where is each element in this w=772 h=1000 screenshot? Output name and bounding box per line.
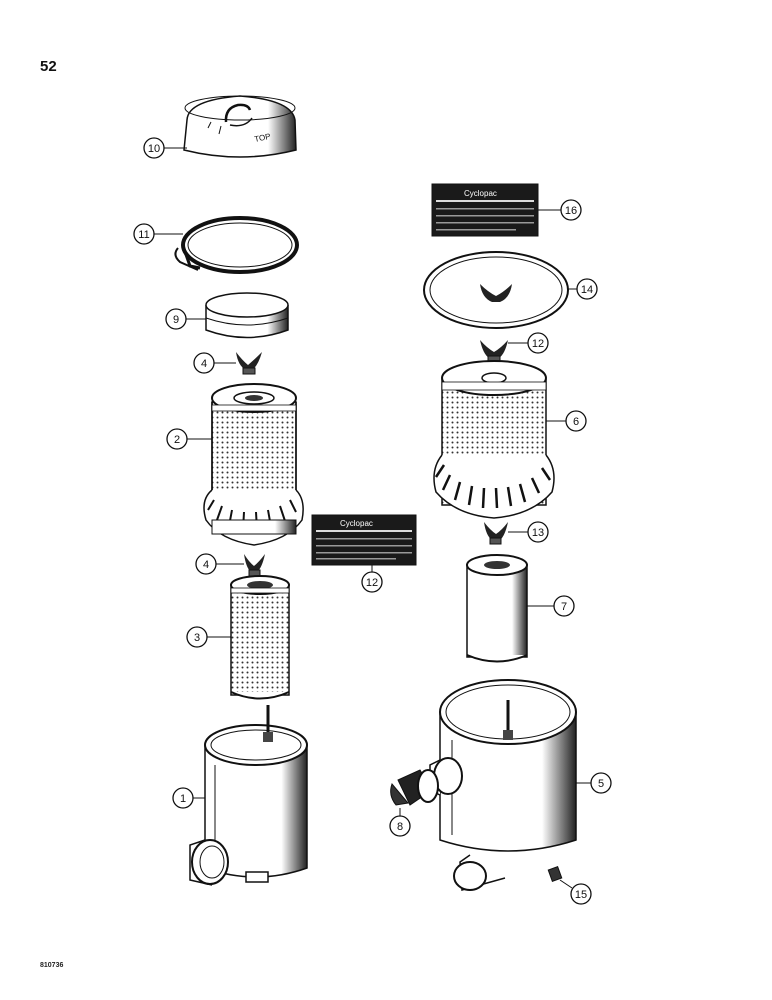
svg-text:13: 13: [532, 527, 544, 539]
air-cleaner-cap: TOP: [183, 95, 297, 158]
callout-12-lower: 13: [527, 521, 549, 543]
svg-text:10: 10: [148, 143, 160, 155]
cover-plate: [423, 251, 569, 329]
svg-text:TOP: TOP: [254, 132, 272, 144]
callout-3: 3: [186, 626, 208, 648]
svg-text:1: 1: [180, 793, 186, 805]
svg-text:4: 4: [203, 559, 209, 571]
callout-4-lower: 4: [195, 553, 217, 575]
svg-text:5: 5: [598, 778, 604, 790]
callout-5: 9: [165, 308, 187, 330]
secondary-filter-element-right: [466, 554, 528, 663]
svg-text:7: 7: [561, 601, 567, 613]
callouts: [154, 147, 591, 889]
primary-filter-element-right: [433, 360, 555, 519]
secondary-filter-element: [230, 575, 290, 700]
callout-14: 14: [576, 278, 598, 300]
figure-id: 810736: [40, 962, 64, 969]
wing-nut-right-lower: [484, 522, 508, 545]
svg-text:12: 12: [366, 577, 378, 589]
vacuator-valve: [390, 769, 439, 806]
callout-15: 15: [570, 883, 592, 905]
cyclopac-decal-8: Cyclopac: [311, 514, 417, 566]
wing-nut-right-upper: [480, 340, 508, 362]
svg-text:4: 4: [201, 358, 207, 370]
callout-4-upper: 4: [193, 352, 215, 374]
callout-7: 11: [133, 223, 155, 245]
air-cleaner-body-left: [189, 705, 308, 886]
drain-plug: [547, 866, 563, 882]
secondary-cap: [205, 292, 289, 339]
callout-11: 7: [553, 595, 575, 617]
cyclopac-decal-16: Cyclopac: [431, 183, 539, 237]
decal-16-title: Cyclopac: [464, 189, 497, 198]
svg-text:2: 2: [174, 434, 180, 446]
svg-text:14: 14: [581, 284, 593, 296]
svg-text:9: 9: [173, 314, 179, 326]
primary-filter-element: [203, 383, 304, 546]
air-cleaner-body-right: [429, 679, 577, 891]
decal-8-title: Cyclopac: [340, 519, 373, 528]
svg-text:6: 6: [573, 416, 579, 428]
clamp-band: [174, 216, 299, 274]
svg-text:16: 16: [565, 205, 577, 217]
svg-text:15: 15: [575, 889, 587, 901]
wing-nut-lower: [244, 554, 265, 577]
wing-nut-upper: [236, 352, 262, 375]
svg-text:11: 11: [138, 229, 149, 241]
svg-text:8: 8: [397, 821, 403, 833]
callout-9: 5: [590, 772, 612, 794]
callout-10: 6: [565, 410, 587, 432]
callout-1: 1: [172, 787, 194, 809]
callout-16: 16: [560, 199, 582, 221]
callout-markers: 10 11 9 4 2 4 3 1 12 16 14 12 6 13 7 5 8…: [133, 137, 612, 905]
callout-13: 8: [389, 815, 411, 837]
svg-text:3: 3: [194, 632, 200, 644]
callout-12-upper: 12: [527, 332, 549, 354]
page-number: 52: [40, 58, 57, 75]
callout-6: 10: [143, 137, 165, 159]
callout-2: 2: [166, 428, 188, 450]
callout-8: 12: [361, 571, 383, 593]
svg-text:12: 12: [532, 338, 544, 350]
